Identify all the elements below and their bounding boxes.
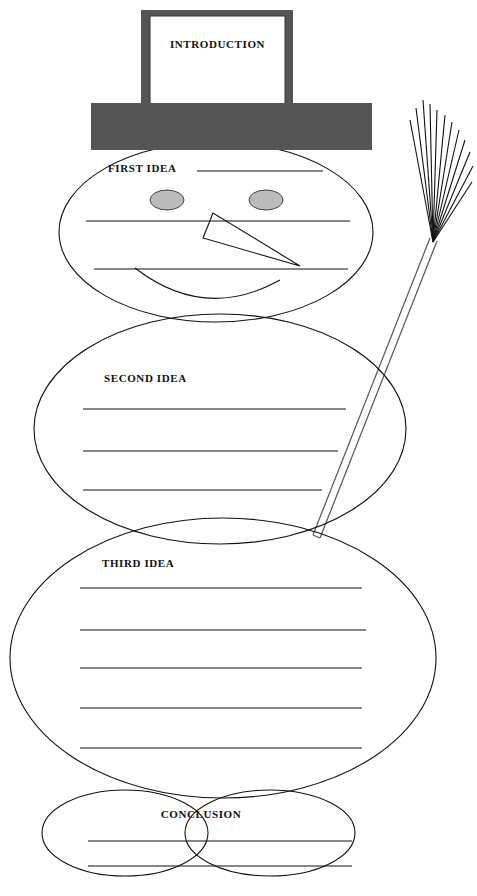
shape-outline: [8, 516, 438, 800]
section-heading: INTRODUCTION: [150, 38, 285, 51]
section-heading: THIRD IDEA: [102, 557, 174, 570]
writing-line: [94, 268, 348, 269]
writing-line: [83, 489, 322, 490]
writing-line: [80, 587, 362, 588]
section-heading: SECOND IDEA: [104, 372, 187, 385]
shape-outline: [40, 788, 360, 878]
writing-line: [80, 707, 362, 708]
writing-line: [86, 220, 350, 221]
writing-line: [197, 170, 323, 171]
writing-line: [88, 865, 352, 866]
hat-box: INTRODUCTION: [91, 8, 374, 152]
shape-outline: [91, 8, 374, 152]
writing-line: [83, 450, 338, 451]
shape-outline: [57, 140, 377, 326]
snowman-middle: SECOND IDEA: [32, 312, 409, 546]
writing-line: [80, 747, 362, 748]
writing-line: [83, 408, 346, 409]
snowman-bottom: THIRD IDEA: [8, 516, 438, 800]
writing-line: [80, 629, 366, 630]
snowman-head: FIRST IDEA: [57, 140, 377, 326]
snowman-feet: CONCLUSION: [40, 788, 360, 878]
writing-line: [88, 840, 352, 841]
writing-line: [80, 667, 362, 668]
section-heading: CONCLUSION: [140, 808, 262, 821]
section-heading: FIRST IDEA: [108, 162, 176, 175]
shape-outline: [32, 312, 409, 546]
